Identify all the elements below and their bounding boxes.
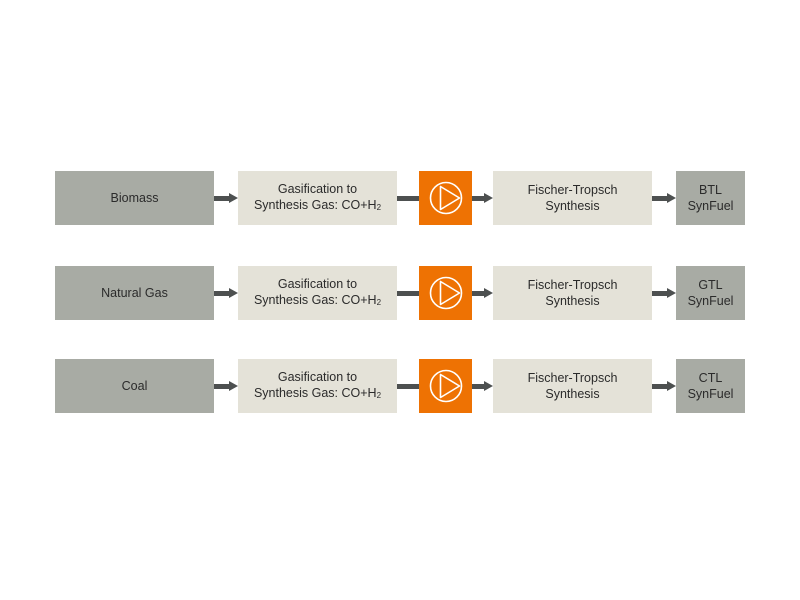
product-label-line1: BTL [699,183,722,197]
gasification-box: Gasification to Synthesis Gas: CO+H2 [238,359,397,413]
arrow-icon [472,288,493,298]
gasification-label-line1: Gasification to [277,370,358,384]
process-row-natural-gas: Natural Gas Gasification to Synthesis Ga… [0,266,800,320]
pump-icon [429,181,462,215]
source-label: Biomass [110,191,159,205]
source-box: Biomass [55,171,214,225]
synthesis-label-line1: Fischer-Tropsch [527,278,618,292]
pump-box [419,359,472,413]
gasification-label-line1: Gasification to [277,277,358,291]
synthesis-label-line1: Fischer-Tropsch [527,183,618,197]
source-label: Natural Gas [101,286,168,300]
synthesis-label-line2: Synthesis [545,199,600,213]
arrow-icon [472,381,493,391]
connector-line [397,291,419,296]
gasification-label-line1: Gasification to [277,182,358,196]
fischer-tropsch-box: Fischer-Tropsch Synthesis [493,359,652,413]
arrow-icon [652,193,676,203]
synthesis-label-line1: Fischer-Tropsch [527,371,618,385]
source-label: Coal [121,379,148,393]
source-box: Natural Gas [55,266,214,320]
product-box: BTL SynFuel [676,171,745,225]
fischer-tropsch-box: Fischer-Tropsch Synthesis [493,171,652,225]
arrow-icon [214,381,238,391]
connector-line [397,196,419,201]
source-box: Coal [55,359,214,413]
process-row-biomass: Biomass Gasification to Synthesis Gas: C… [0,171,800,225]
arrow-icon [214,193,238,203]
arrow-icon [214,288,238,298]
gasification-box: Gasification to Synthesis Gas: CO+H2 [238,266,397,320]
arrow-icon [652,288,676,298]
product-label-line2: SynFuel [687,199,734,213]
gasification-label-line2: Synthesis Gas: CO+H2 [253,386,382,400]
synthesis-label-line2: Synthesis [545,294,600,308]
product-box: CTL SynFuel [676,359,745,413]
product-label-line1: CTL [698,371,723,385]
product-label-line2: SynFuel [687,387,734,401]
pump-icon [429,276,462,310]
arrow-icon [472,193,493,203]
fischer-tropsch-box: Fischer-Tropsch Synthesis [493,266,652,320]
product-label-line2: SynFuel [687,294,734,308]
gasification-label-line2: Synthesis Gas: CO+H2 [253,198,382,212]
connector-line [397,384,419,389]
process-row-coal: Coal Gasification to Synthesis Gas: CO+H… [0,359,800,413]
pump-box [419,171,472,225]
product-label-line1: GTL [698,278,723,292]
gasification-box: Gasification to Synthesis Gas: CO+H2 [238,171,397,225]
gasification-label-line2: Synthesis Gas: CO+H2 [253,293,382,307]
synthesis-label-line2: Synthesis [545,387,600,401]
pump-icon [429,369,462,403]
pump-box [419,266,472,320]
product-box: GTL SynFuel [676,266,745,320]
arrow-icon [652,381,676,391]
